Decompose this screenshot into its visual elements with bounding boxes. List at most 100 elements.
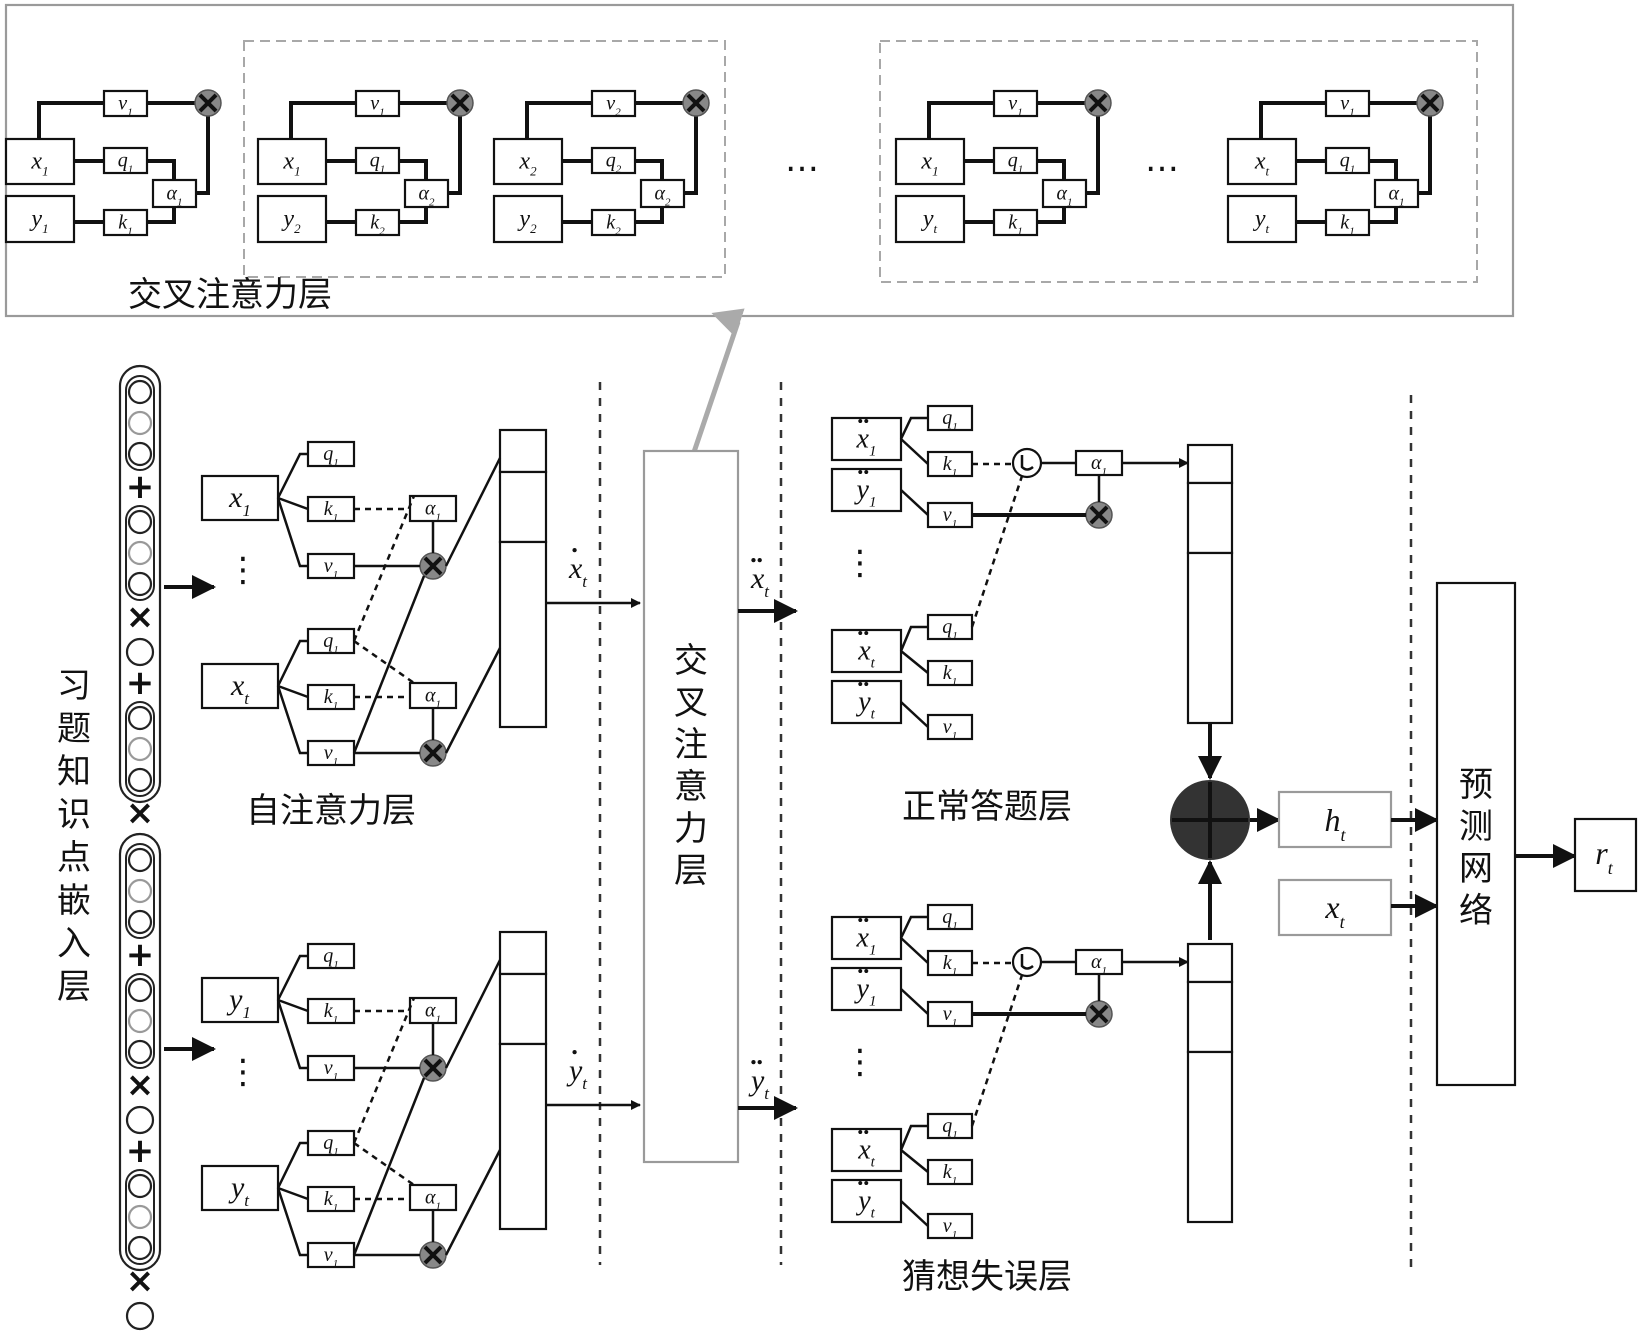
prediction-network-box <box>1435 581 1517 1087</box>
self-attention-x-k1-text: k1 <box>324 498 338 524</box>
cross-attention-detail-panel: x1y1v1q1k1α1x1y2v1q1k2α2x2y2v2q2k2α2x1yt… <box>4 3 1515 318</box>
self-attention-x-k2-box <box>306 683 356 711</box>
embed-column-bottom-op-7: × <box>126 1261 155 1301</box>
prediction-char-1: 测 <box>1459 807 1493 847</box>
self-attention-x-int-text: xt <box>230 669 250 708</box>
prediction-char-0: 预 <box>1459 765 1493 805</box>
embed-column-top-circle-6-0 <box>127 705 153 731</box>
normal-answer-block-fan-q1 <box>899 416 928 440</box>
normal-answer-block-q1-text: q1 <box>942 407 958 433</box>
top-unit-1-y-text: y2 <box>281 206 301 236</box>
top-unit-0-link-v <box>37 101 104 139</box>
self-attention-x-in1-box <box>200 474 280 522</box>
embedding-label-char-1: 题 <box>57 709 91 749</box>
top-unit-0-x-text: x1 <box>30 149 48 179</box>
self-attention-y-in1-text: y1 <box>226 983 251 1022</box>
guess-slip-block-stack-1 <box>1186 980 1234 1054</box>
embedding-label-char-3: 识 <box>57 795 91 835</box>
normal-answer-block-v2-box <box>926 713 974 741</box>
top-unit-4-k-box <box>1324 208 1371 237</box>
top-unit-2-mul-x2 <box>686 93 706 113</box>
self-attention-x-out-label-accent: • <box>571 540 577 560</box>
self-attention-x-fan-v1 <box>276 497 308 568</box>
normal-answer-block-vdots: ⋮ <box>843 543 877 583</box>
top-unit-2-link-v <box>525 101 592 139</box>
embed-column-top-circle-2-2 <box>127 571 153 597</box>
embed-column-top-circle-6-1 <box>127 736 153 762</box>
prediction-char-2: 网 <box>1459 849 1493 889</box>
top-unit-4-link-ka <box>1369 207 1398 224</box>
self-attention-y-k1-text: k1 <box>324 1000 338 1026</box>
guess-slip-block-k1-text: k1 <box>943 952 957 978</box>
normal-answer-block-score-node-glyph <box>1020 455 1034 471</box>
normal-answer-block-y1-text: y1 <box>854 474 877 510</box>
top-unit-2-y-box <box>492 194 564 244</box>
embed-column-bottom-circle-6-0 <box>127 1173 153 1199</box>
top-unit-1-link-qa <box>399 159 428 180</box>
embedding-columns: +×+×+×+× <box>118 364 216 1331</box>
guess-slip-block-q2-text: q1 <box>942 1115 958 1141</box>
normal-answer-block-x1-text-accent: •• <box>857 412 869 431</box>
embed-column-top-circle-2-1 <box>127 540 153 566</box>
embed-column-top-op-3: × <box>126 597 155 637</box>
top-unit-0-alpha-text: α1 <box>167 183 183 209</box>
top-unit-1-x-text: x1 <box>282 149 300 179</box>
top-unit-0-link-am <box>196 110 210 195</box>
self-attention-y-int-text: yt <box>228 1171 250 1210</box>
self-attention-y-q2-a2 <box>353 1141 415 1187</box>
self-attention-y-fan-k2 <box>277 1186 309 1201</box>
embed-column-bottom-circle-2-0 <box>127 977 153 1003</box>
cross-attention-char-3: 意 <box>674 767 708 807</box>
self-attention-x-v2-text: v1 <box>324 742 338 768</box>
top-unit-3-link-v <box>927 101 994 139</box>
top-ellipsis-1: … <box>785 140 819 180</box>
top-unit-2-q-box <box>590 146 637 175</box>
guess-slip-label: 猜想失误层 <box>902 1257 1072 1297</box>
self-attention-y-fan-q2 <box>276 1141 308 1189</box>
guess-slip-block-xt-text: xt <box>857 1134 875 1170</box>
ht-label: ht <box>1324 802 1346 845</box>
guess-slip-block-k2-box <box>926 1158 974 1186</box>
normal-answer-label: 正常答题层 <box>902 787 1072 827</box>
self-attention-y-v2-mul1 <box>352 1077 426 1256</box>
guess-slip-block-vdots: ⋮ <box>843 1042 877 1082</box>
embed-column-top-op-1: + <box>126 467 155 507</box>
cross-attention-box <box>642 449 740 1164</box>
top-unit-2-alpha-text: α2 <box>655 183 672 209</box>
top-unit-3-y-box <box>894 194 966 244</box>
self-attention-x-k2-text: k1 <box>324 686 338 712</box>
self-attention-x-stack-0 <box>498 428 548 474</box>
normal-answer-block-k2-text: k1 <box>943 662 957 688</box>
top-unit-2-link-qa <box>635 159 664 180</box>
rt-label: rt <box>1595 835 1613 878</box>
guess-slip-block-x1-text-accent: •• <box>857 911 869 930</box>
embed-column-top-group-6 <box>125 701 155 797</box>
self-attention-x-q2-a1 <box>352 495 416 642</box>
top-unit-2-link-ka <box>635 207 664 224</box>
guess-slip-block-xt-box <box>830 1127 903 1173</box>
normal-answer-block-y1-box <box>830 467 903 513</box>
cross-out-y-label: yt <box>748 1064 770 1103</box>
cross-attention-char-5: 层 <box>674 851 708 891</box>
embed-column-bottom-group-0 <box>125 843 155 939</box>
dashed-group-1 <box>243 40 726 278</box>
normal-answer-block-xt-box <box>830 628 903 674</box>
top-unit-0-link-qa <box>147 159 176 180</box>
embed-column-bottom-circle-0-0 <box>127 847 153 873</box>
self-attention-x-a1-text: α1 <box>425 498 441 524</box>
prediction-char-3: 络 <box>1459 891 1493 931</box>
top-unit-1-y-box <box>256 194 328 244</box>
top-unit-4-alpha-text: α1 <box>1389 183 1405 209</box>
self-attention-x-mul2-stack <box>444 647 502 754</box>
guess-slip-block-score-node-glyph <box>1020 954 1034 970</box>
top-unit-1-link-v <box>289 101 356 139</box>
top-unit-0-q-text: q1 <box>118 150 134 176</box>
self-attention-x-in1-text: x1 <box>228 481 251 520</box>
